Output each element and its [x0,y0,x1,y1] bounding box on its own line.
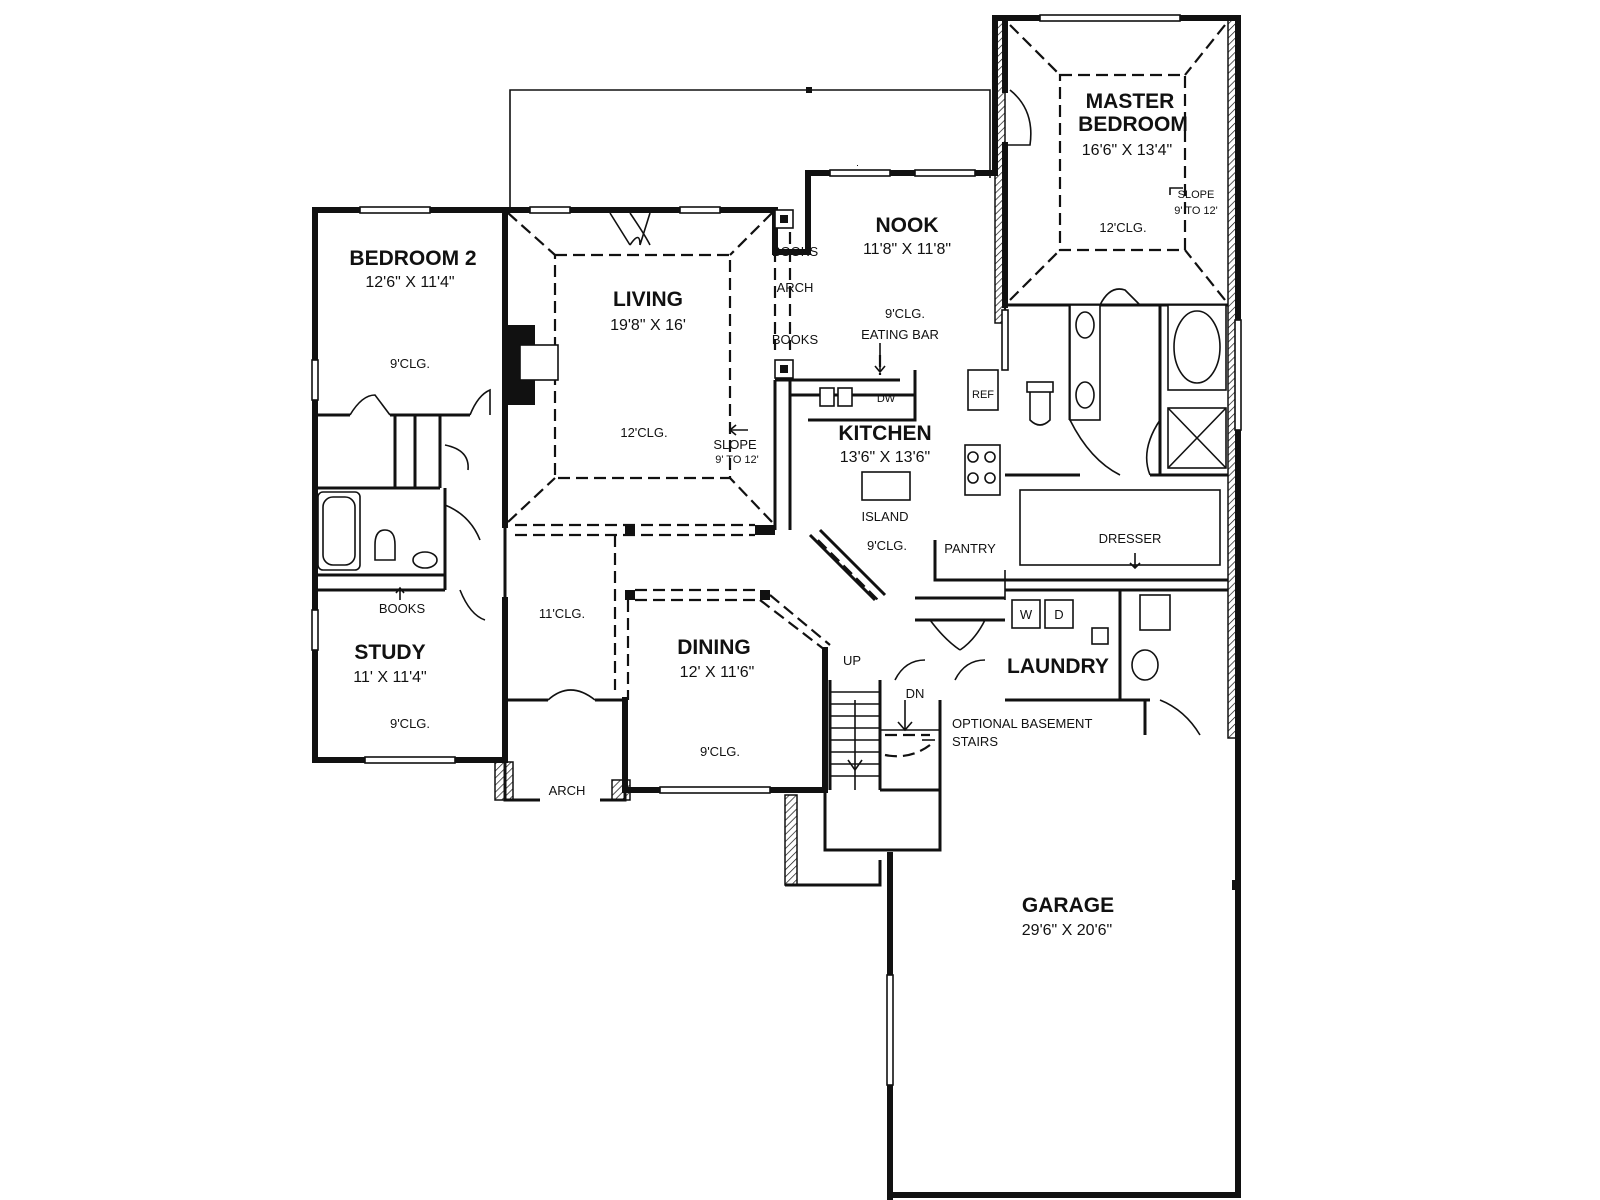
nook-dim: 11'8" X 11'8" [863,241,951,258]
basement-stairs-label-1: OPTIONAL BASEMENT [952,716,1092,731]
nook-ceiling: 9'CLG. [885,306,925,321]
island-label: ISLAND [862,509,909,524]
dining-ceiling: 9'CLG. [700,744,740,759]
master-bedroom-name-2: BEDROOM [1078,113,1188,136]
garage-dim: 29'6" X 20'6" [1022,922,1112,939]
arch-label-hall: ARCH [777,280,814,295]
bedroom-2-dim: 12'6" X 11'4" [365,274,454,291]
study-ceiling: 9'CLG. [390,716,430,731]
ceiling-lines [503,24,1226,700]
master-wall-hatch [994,17,1006,324]
books-label-top: BOOKS [772,244,819,259]
living-slope-1: SLOPE [713,437,757,452]
foyer-ceiling: 11'CLG. [539,606,585,621]
doors [349,89,1201,736]
bedroom-2-ceiling: 9'CLG. [390,356,430,371]
pantry-label: PANTRY [944,541,996,556]
garage-name: GARAGE [1022,894,1114,917]
entry-column [784,794,798,886]
eating-bar-label: EATING BAR [861,327,939,342]
laundry-name: LAUNDRY [1007,655,1109,678]
dining-name: DINING [677,636,751,659]
books-label-mid: BOOKS [772,332,819,347]
master-bedroom-dim: 16'6" X 13'4" [1082,142,1172,159]
kitchen-dim: 13'6" X 13'6" [840,449,930,466]
fireplace [505,325,559,405]
study-dim: 11' X 11'4" [353,669,426,686]
stairs [830,691,940,790]
kitchen-name: KITCHEN [838,422,931,445]
living-slope-2: 9' TO 12' [715,454,759,466]
arrows [395,187,1183,741]
study-name: STUDY [354,641,425,664]
exterior-walls [312,15,1241,1200]
bedroom-2-name: BEDROOM 2 [349,247,476,270]
porch-column [611,779,631,801]
master-bedroom-ceiling: 12'CLG. [1099,220,1146,235]
master-slope-2: 9' TO 12' [1174,205,1218,217]
master-slope-1: SLOPE [1178,189,1215,201]
dishwasher-label: DW [877,393,896,405]
kitchen-ceiling: 9'CLG. [867,538,907,553]
stairs-down-label: DN [906,686,925,701]
refrigerator-label: REF [972,389,994,401]
books-label-study: BOOKS [379,601,426,616]
dining-dim: 12' X 11'6" [680,664,755,681]
dresser-label: DRESSER [1099,531,1162,546]
living-ceiling: 12'CLG. [620,425,667,440]
master-bedroom-name-1: MASTER [1086,90,1175,113]
living-name: LIVING [613,288,683,311]
dryer-label: D [1054,607,1063,622]
arch-label-entry: ARCH [549,783,586,798]
nook-name: NOOK [876,214,939,237]
windows [311,14,1242,1086]
washer-label: W [1020,607,1033,622]
porch-column [494,761,514,801]
rear-patio [509,87,991,210]
basement-stairs-label-2: STAIRS [952,734,998,749]
stairs-up-label: UP [843,653,861,668]
living-dim: 19'8" X 16' [610,317,686,334]
fixtures [317,304,1227,681]
